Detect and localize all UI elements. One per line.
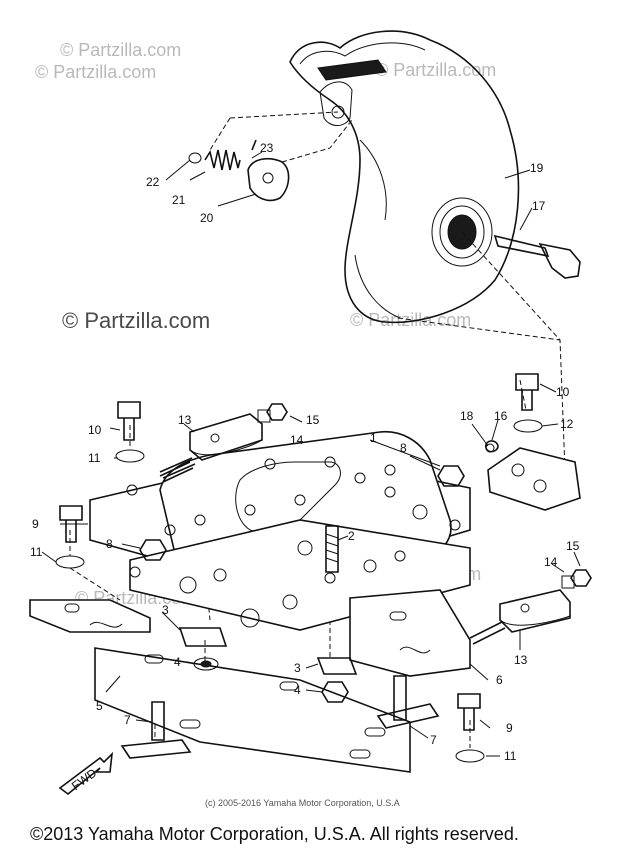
callout-7-right: 7 bbox=[430, 733, 437, 747]
callout-12: 12 bbox=[560, 417, 574, 431]
shim-plate-left bbox=[29, 599, 151, 633]
nut-8-left bbox=[139, 539, 167, 561]
fwd-label: FWD bbox=[69, 766, 100, 794]
callout-11-left: 11 bbox=[88, 451, 101, 465]
callout-8-left: 8 bbox=[106, 537, 113, 551]
callout-3-lower: 3 bbox=[294, 661, 301, 675]
washer-18 bbox=[485, 440, 499, 453]
callout-11-right: 11 bbox=[504, 749, 517, 763]
leader-lines bbox=[69, 111, 566, 748]
callout-6: 6 bbox=[496, 673, 503, 687]
copyright-notice: ©2013 Yamaha Motor Corporation, U.S.A. A… bbox=[30, 824, 519, 844]
callout-leaders bbox=[41, 151, 581, 757]
callout-10-right: 10 bbox=[556, 385, 570, 399]
callout-1: 1 bbox=[370, 431, 377, 445]
bolt-10-right bbox=[513, 373, 543, 433]
rubber-mount-13-lower bbox=[469, 589, 571, 645]
callout-21: 21 bbox=[172, 193, 186, 207]
callout-8-right: 8 bbox=[400, 441, 407, 455]
bolt-9-left bbox=[55, 505, 85, 569]
bracket-16 bbox=[485, 443, 581, 511]
forward-arrow: FWD bbox=[58, 751, 114, 796]
callout-14-lower: 14 bbox=[544, 555, 558, 569]
watermark-top-right: © Partzilla.com bbox=[375, 60, 496, 80]
stud-upper-left bbox=[159, 461, 194, 483]
stud-2 bbox=[325, 525, 339, 573]
callout-7-left: 7 bbox=[124, 713, 131, 727]
callout-15-lower: 15 bbox=[566, 539, 580, 553]
base-plate-5 bbox=[94, 647, 411, 773]
watermark-top-left-2: © Partzilla.com bbox=[35, 62, 156, 82]
spring-assembly-20-23 bbox=[188, 139, 290, 202]
callout-4-lower: 4 bbox=[294, 683, 301, 697]
callout-10-left: 10 bbox=[88, 423, 102, 437]
callout-17: 17 bbox=[532, 199, 546, 213]
callout-2: 2 bbox=[348, 529, 355, 543]
nut-14-15-lower bbox=[561, 569, 592, 589]
watermark-middle: © Partzilla.com bbox=[62, 308, 210, 333]
shim-plate-right-6 bbox=[349, 589, 471, 677]
callout-22: 22 bbox=[146, 175, 160, 189]
stud-7-left bbox=[120, 701, 192, 759]
callout-numbers: 23 22 21 20 19 17 13 14 15 1 10 11 10 12… bbox=[30, 141, 580, 763]
callout-18: 18 bbox=[460, 409, 474, 423]
callout-4-upper: 4 bbox=[174, 655, 181, 669]
rubber-mount-13-upper bbox=[159, 413, 263, 479]
starter-handle-17 bbox=[493, 234, 581, 279]
bolt-9-right bbox=[455, 693, 485, 763]
nut-8-right bbox=[437, 465, 465, 487]
callout-13-upper: 13 bbox=[178, 413, 192, 427]
spacer-3-lower bbox=[316, 657, 358, 675]
callout-16: 16 bbox=[494, 409, 508, 423]
callout-13-lower: 13 bbox=[514, 653, 528, 667]
callout-14-upper: 14 bbox=[290, 433, 304, 447]
nut-14-15-upper bbox=[257, 403, 288, 423]
callout-23: 23 bbox=[260, 141, 274, 155]
callout-5: 5 bbox=[96, 699, 103, 713]
callout-11-lower-left: 11 bbox=[30, 545, 43, 559]
callout-9-right: 9 bbox=[506, 721, 513, 735]
callout-9-left: 9 bbox=[32, 517, 39, 531]
stud-7-right bbox=[376, 675, 440, 729]
watermark-top-left: © Partzilla.com bbox=[60, 40, 181, 60]
bolt-10-left bbox=[115, 401, 145, 463]
callout-15-upper: 15 bbox=[306, 413, 320, 427]
spacer-3-upper bbox=[178, 627, 228, 647]
callout-20: 20 bbox=[200, 211, 214, 225]
small-copyright: (c) 2005-2016 Yamaha Motor Corporation, … bbox=[205, 798, 400, 808]
callout-19: 19 bbox=[530, 161, 544, 175]
callout-3-upper: 3 bbox=[162, 603, 169, 617]
